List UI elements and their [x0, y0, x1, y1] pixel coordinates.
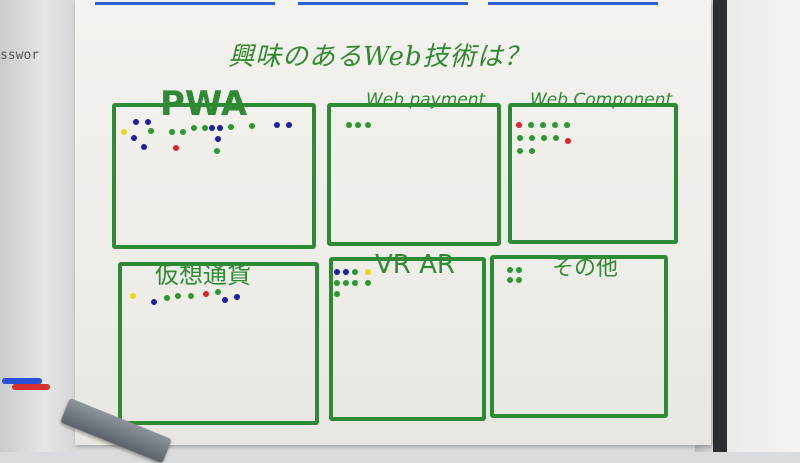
vote-sticker-dot-pwa: [286, 122, 292, 128]
vote-sticker-dot-crypto: [188, 293, 194, 299]
vote-sticker-dot-component: [529, 148, 535, 154]
vote-sticker-dot-crypto: [164, 295, 170, 301]
vote-sticker-dot-vrar: [365, 280, 371, 286]
vote-sticker-dot-other: [507, 277, 513, 283]
vote-sticker-dot-pwa: [191, 125, 197, 131]
vote-sticker-dot-payment: [346, 122, 352, 128]
vote-sticker-dot-component: [516, 122, 522, 128]
vote-sticker-dot-crypto: [215, 289, 221, 295]
vote-sticker-dot-component: [517, 148, 523, 154]
vote-sticker-dot-crypto: [222, 297, 228, 303]
vote-sticker-dot-pwa: [121, 129, 127, 135]
category-box-crypto: [118, 262, 319, 425]
top-rule: [298, 2, 468, 5]
vote-sticker-dot-vrar: [343, 280, 349, 286]
category-label-pwa: PWA: [160, 84, 248, 124]
category-label-crypto: 仮想通貨: [155, 261, 251, 289]
vote-sticker-dot-component: [564, 122, 570, 128]
vote-sticker-dot-vrar: [365, 269, 371, 275]
vote-sticker-dot-vrar: [334, 291, 340, 297]
whiteboard-partial-text: sswor: [0, 48, 40, 63]
marker-tray: [0, 368, 70, 398]
vote-sticker-dot-pwa: [202, 125, 208, 131]
vote-sticker-dot-vrar: [334, 269, 340, 275]
vote-sticker-dot-pwa: [133, 119, 139, 125]
vote-sticker-dot-pwa: [141, 144, 147, 150]
vote-sticker-dot-pwa: [169, 129, 175, 135]
vote-sticker-dot-component: [540, 122, 546, 128]
vote-sticker-dot-pwa: [215, 136, 221, 142]
vote-sticker-dot-payment: [365, 122, 371, 128]
vote-sticker-dot-vrar: [352, 269, 358, 275]
vote-sticker-dot-pwa: [228, 124, 234, 130]
category-box-vrar: [329, 257, 486, 421]
vote-sticker-dot-crypto: [234, 294, 240, 300]
category-box-pwa: [112, 103, 316, 249]
category-label-vrar: VR AR: [375, 250, 455, 280]
whiteboard-left: [0, 0, 75, 452]
marker-blue: [2, 378, 42, 384]
flipchart-paper: [75, 0, 711, 445]
category-box-other: [490, 255, 668, 418]
vote-sticker-dot-component: [517, 135, 523, 141]
vote-sticker-dot-pwa: [214, 148, 220, 154]
top-rule-lines: [0, 0, 800, 10]
photo-scene: sswor 興味のあるWeb技術は？ PWA Web payment Web C…: [0, 0, 800, 452]
top-rule: [95, 2, 275, 5]
vote-sticker-dot-pwa: [173, 145, 179, 151]
whiteboard-right: [695, 0, 800, 452]
vote-sticker-dot-other: [516, 267, 522, 273]
vote-sticker-dot-pwa: [148, 128, 154, 134]
vote-sticker-dot-pwa: [131, 135, 137, 141]
marker-red: [12, 384, 50, 390]
vote-sticker-dot-pwa: [217, 125, 223, 131]
page-title: 興味のあるWeb技術は？: [228, 42, 531, 72]
vote-sticker-dot-vrar: [343, 269, 349, 275]
vote-sticker-dot-crypto: [130, 293, 136, 299]
vote-sticker-dot-pwa: [180, 129, 186, 135]
vote-sticker-dot-component: [553, 135, 559, 141]
vote-sticker-dot-pwa: [145, 119, 151, 125]
top-rule: [488, 2, 658, 5]
vote-sticker-dot-pwa: [274, 122, 280, 128]
vote-sticker-dot-component: [552, 122, 558, 128]
category-box-payment: [327, 103, 501, 246]
category-label-payment: Web payment: [366, 90, 486, 110]
category-label-other: その他: [552, 256, 619, 281]
vote-sticker-dot-vrar: [334, 280, 340, 286]
vote-sticker-dot-other: [516, 277, 522, 283]
vote-sticker-dot-component: [528, 122, 534, 128]
vote-sticker-dot-crypto: [151, 299, 157, 305]
vote-sticker-dot-component: [541, 135, 547, 141]
vote-sticker-dot-vrar: [352, 280, 358, 286]
vote-sticker-dot-other: [507, 267, 513, 273]
vote-sticker-dot-pwa: [249, 123, 255, 129]
category-box-component: [508, 103, 678, 244]
frame-post: [713, 0, 727, 452]
vote-sticker-dot-payment: [355, 122, 361, 128]
vote-sticker-dot-component: [565, 138, 571, 144]
vote-sticker-dot-crypto: [203, 291, 209, 297]
vote-sticker-dot-crypto: [175, 293, 181, 299]
category-label-component: Web Component: [530, 90, 673, 110]
vote-sticker-dot-component: [529, 135, 535, 141]
vote-sticker-dot-pwa: [209, 125, 215, 131]
